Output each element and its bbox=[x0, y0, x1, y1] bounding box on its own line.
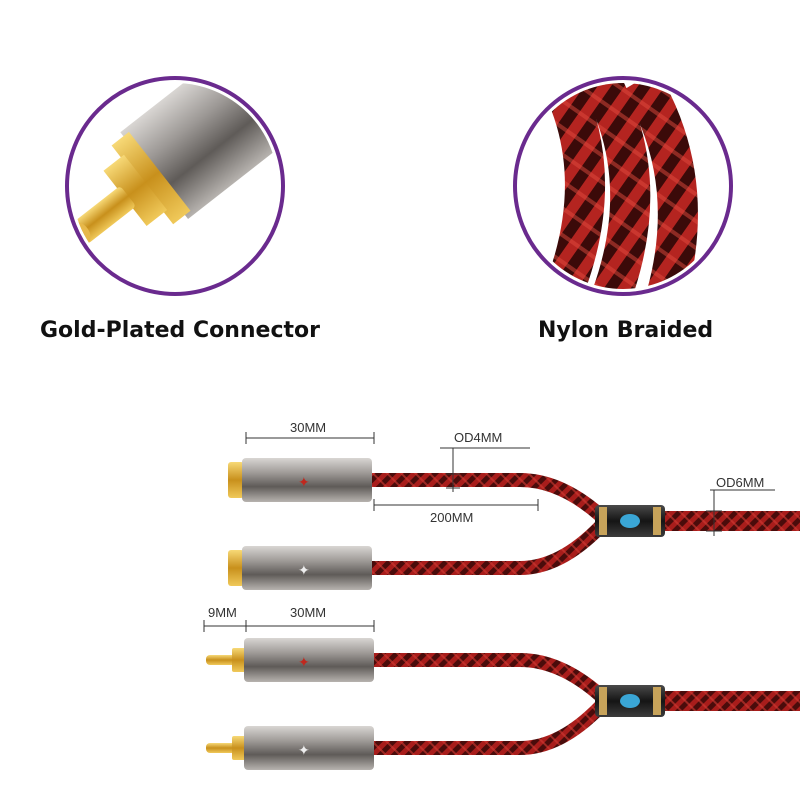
male-body-length-label: 30MM bbox=[290, 605, 327, 620]
thin-cable-od-label: OD4MM bbox=[454, 430, 503, 445]
female-rca-cable-diagram: ✦ ✦ bbox=[228, 458, 800, 590]
nylon-braid-icon bbox=[513, 76, 733, 296]
nylon-braided-label: Nylon Braided bbox=[538, 318, 714, 343]
svg-text:✦: ✦ bbox=[298, 655, 310, 671]
dimension-lines bbox=[203, 432, 775, 632]
female-body-length-label: 30MM bbox=[290, 420, 327, 435]
main-cable-od-label: OD6MM bbox=[716, 475, 765, 490]
svg-text:✦: ✦ bbox=[298, 743, 310, 759]
split-length-label: 200MM bbox=[430, 510, 474, 525]
svg-text:✦: ✦ bbox=[298, 563, 310, 579]
svg-text:✦: ✦ bbox=[298, 475, 310, 491]
gold-plated-connector-label: Gold-Plated Connector bbox=[40, 318, 320, 343]
male-rca-cable-diagram: ✦ ✦ bbox=[206, 638, 800, 770]
rca-gold-plug-icon bbox=[65, 76, 285, 296]
male-pin-length-label: 9MM bbox=[208, 605, 237, 620]
